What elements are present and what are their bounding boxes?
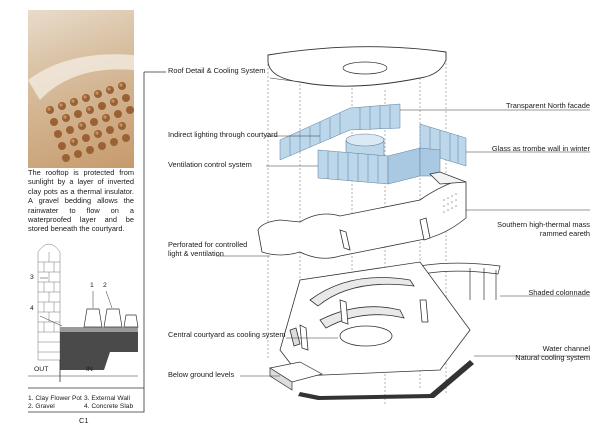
callout-indirect-lighting: Indirect lighting through courtyard [168,130,278,139]
callout-trombe-wall: Glass as trombe wall in winter [491,144,590,153]
legend-item-clay-pot: 1. Clay Flower Pot [28,395,82,402]
marker-4: 4 [30,305,34,312]
legend-item-external-wall: 3. External Wall [84,395,130,402]
ground-floor-plan [279,261,471,377]
water-channel [298,360,474,400]
out-label: OUT [34,366,49,373]
section-marker-leaders [39,277,113,327]
section-brick-wall [37,243,61,361]
callout-perforated: Perforated for controlled light & ventil… [168,240,247,258]
marker-1: 1 [90,282,94,289]
callout-below-ground: Below ground levels [168,370,235,379]
clay-pot-roof-photo [28,10,134,168]
thermal-mass-walls [257,171,467,259]
callout-perforated-line1: Perforated for controlled [168,240,248,249]
callout-perforated-line2: light & ventilation [168,249,224,258]
callout-thermal-mass: Southern high-thermal mass rammed eareth [497,220,590,238]
marker-3: 3 [30,274,34,281]
callout-colonnade: Shaded colonnade [528,288,590,297]
detail-frame-lines [28,71,166,413]
legend-left: 1. Clay Flower Pot 2. Gravel [28,395,82,411]
below-ground-block [269,361,323,391]
ventilation-panels [317,123,467,185]
callout-thermal-mass-line2: rammed eareth [539,229,590,238]
legend-item-concrete-slab: 4. Concrete Slab [84,403,134,410]
clay-pot-pattern [28,54,134,162]
callout-roof: Roof Detail & Cooling System [168,66,266,75]
north-facade-glass [279,103,401,161]
callout-courtyard: Central courtyard as cooling system [168,330,286,339]
concrete-slab [60,332,138,370]
perforations [443,193,457,213]
legend-item-gravel: 2. Gravel [28,403,55,410]
figure-label: C1 [79,416,89,425]
callout-thermal-mass-line1: Southern high-thermal mass [497,220,590,229]
marker-2: 2 [103,282,107,289]
roof-slab [267,46,447,87]
roof-description: The rooftop is protected from sunlight b… [28,168,134,234]
legend-right: 3. External Wall 4. Concrete Slab [84,395,133,411]
clay-pots-section [83,308,139,328]
callout-north-facade: Transparent North facade [506,101,590,110]
in-label: IN [86,366,93,373]
callout-ventilation: Ventilation control system [168,160,252,169]
callout-leaders [216,77,590,377]
callout-water-line1: Water channel [542,344,590,353]
callout-water: Water channel Natural cooling system [515,344,590,362]
gravel-layer [60,327,138,332]
callout-water-line2: Natural cooling system [515,353,590,362]
